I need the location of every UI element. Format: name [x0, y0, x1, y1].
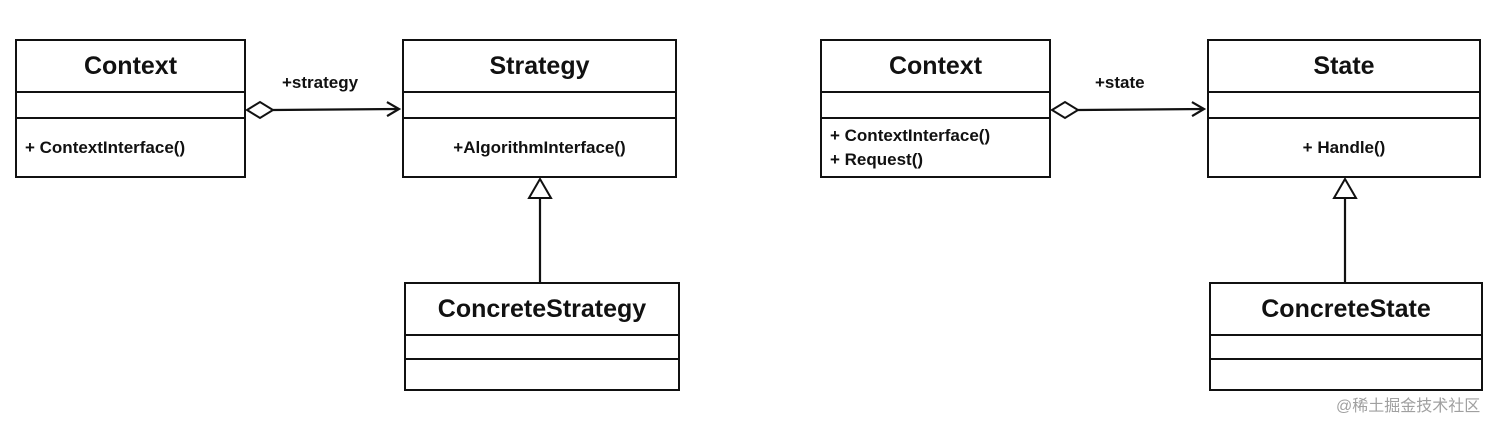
association-line	[1077, 101, 1207, 118]
class-box-state[interactable]: State + Handle()	[1207, 39, 1481, 178]
class-methods	[406, 360, 678, 389]
class-attributes	[822, 93, 1049, 119]
association-line	[272, 101, 402, 118]
class-box-concrete-state[interactable]: ConcreteState	[1209, 282, 1483, 391]
class-name: ConcreteStrategy	[406, 284, 678, 336]
method-item: + Request()	[830, 149, 924, 169]
class-name: State	[1209, 41, 1479, 93]
association-label-strategy: +strategy	[282, 73, 359, 92]
class-name: Context	[17, 41, 244, 93]
class-methods	[1211, 360, 1481, 389]
class-box-context-strategy[interactable]: Context + ContextInterface()	[15, 39, 246, 178]
class-attributes	[1211, 336, 1481, 360]
aggregation-diamond-icon	[1050, 100, 1080, 120]
method-item: +AlgorithmInterface()	[453, 137, 626, 157]
generalization-concrete-strategy	[527, 177, 553, 282]
generalization-concrete-state	[1332, 177, 1358, 282]
class-attributes	[406, 336, 678, 360]
aggregation-diamond-icon	[245, 100, 275, 120]
class-box-context-state[interactable]: Context + ContextInterface() + Request()	[820, 39, 1051, 178]
method-item: + ContextInterface()	[830, 125, 991, 145]
class-box-strategy[interactable]: Strategy +AlgorithmInterface()	[402, 39, 677, 178]
class-name: ConcreteState	[1211, 284, 1481, 336]
class-attributes	[404, 93, 675, 119]
class-methods: + ContextInterface() + Request()	[822, 119, 1049, 176]
association-label-state: +state	[1095, 73, 1145, 92]
aggregation-context-strategy	[245, 100, 402, 120]
class-methods: +AlgorithmInterface()	[404, 119, 675, 176]
class-name: Strategy	[404, 41, 675, 93]
class-name: Context	[822, 41, 1049, 93]
inheritance-triangle-icon	[527, 177, 553, 199]
class-attributes	[17, 93, 244, 119]
inheritance-triangle-icon	[1332, 177, 1358, 199]
class-attributes	[1209, 93, 1479, 119]
watermark: @稀土掘金技术社区	[1336, 398, 1481, 415]
method-item: + ContextInterface()	[25, 137, 186, 157]
class-box-concrete-strategy[interactable]: ConcreteStrategy	[404, 282, 680, 391]
class-methods: + ContextInterface()	[17, 119, 244, 176]
class-methods: + Handle()	[1209, 119, 1479, 176]
method-item: + Handle()	[1302, 137, 1386, 157]
aggregation-context-state	[1050, 100, 1207, 120]
